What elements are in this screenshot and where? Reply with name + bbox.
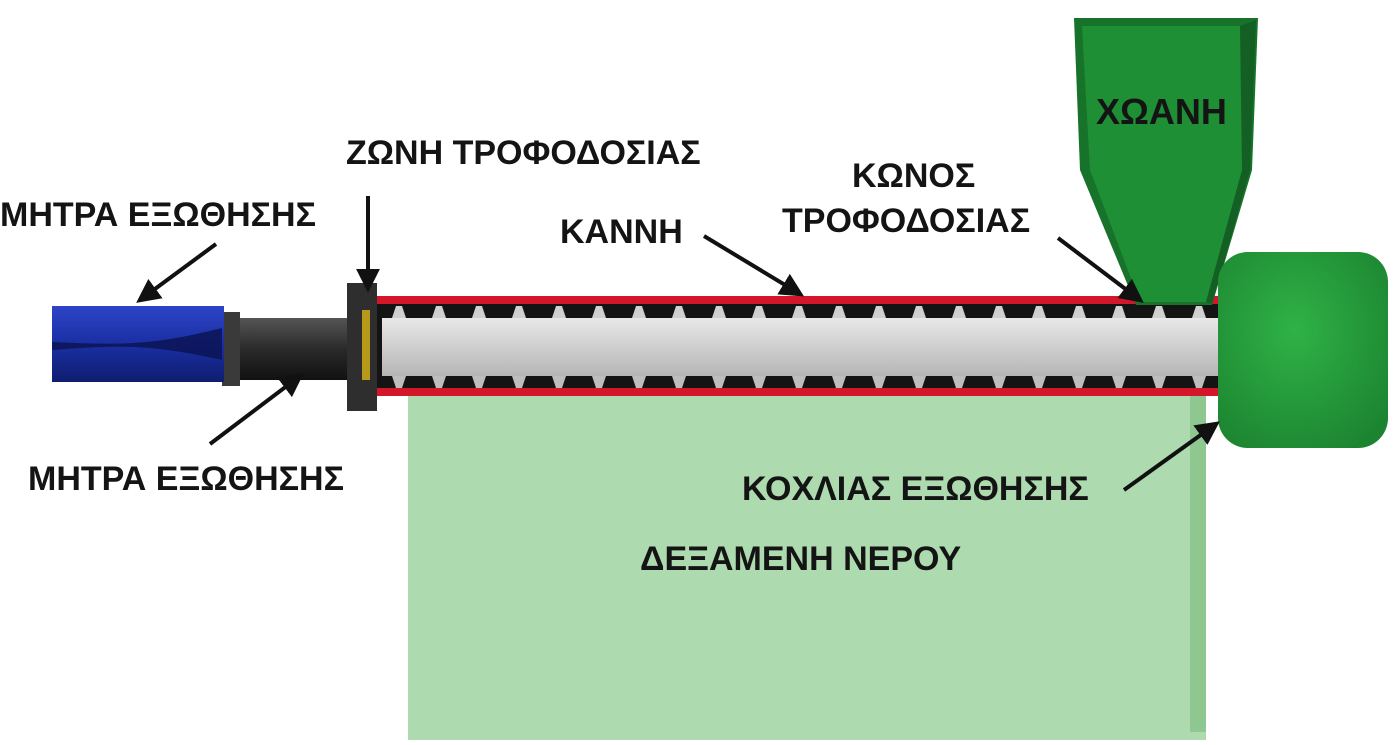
- screw-flight: [672, 306, 686, 318]
- screw-flight: [592, 376, 606, 388]
- screw-flight: [1152, 376, 1166, 388]
- label-feed-zone: ΖΩΝΗ ΤΡΟΦΟΔΟΣΙΑΣ: [346, 134, 701, 172]
- label-barrel: ΚΑΝΝΗ: [560, 213, 683, 251]
- hopper: [1074, 18, 1258, 305]
- screw-flight: [1152, 306, 1166, 318]
- screw-flight: [1192, 376, 1206, 388]
- screw-flight: [1192, 306, 1206, 318]
- feed-zone-flange: [347, 283, 377, 411]
- screw-flight: [632, 306, 646, 318]
- screw-flight: [872, 306, 886, 318]
- motor: [1218, 252, 1388, 448]
- screw-flight: [832, 306, 846, 318]
- screw-flight: [392, 376, 406, 388]
- screw-flight: [552, 306, 566, 318]
- die-pipe: [220, 312, 358, 386]
- screw-flight: [752, 376, 766, 388]
- screw-flight: [472, 376, 486, 388]
- screw-flight: [952, 376, 966, 388]
- screw-flight: [432, 306, 446, 318]
- screw-flight: [1112, 376, 1126, 388]
- screw-flight: [792, 306, 806, 318]
- screw-flight: [712, 306, 726, 318]
- label-screw: ΚΟΧΛΙΑΣ ΕΞΩΘΗΣΗΣ: [742, 470, 1089, 508]
- label-die-top: ΜΗΤΡΑ ΕΞΩΘΗΣΗΣ: [0, 196, 316, 234]
- label-die-bottom: ΜΗΤΡΑ ΕΞΩΘΗΣΗΣ: [28, 460, 344, 498]
- screw-flight: [392, 306, 406, 318]
- screw-flight: [672, 376, 686, 388]
- screw-flight: [1072, 376, 1086, 388]
- label-hopper: ΧΩΑΝΗ: [1096, 91, 1227, 132]
- label-feed-cone-line2: ΤΡΟΦΟΔΟΣΙΑΣ: [782, 202, 1030, 240]
- screw-flight: [592, 306, 606, 318]
- screw-flight: [1032, 376, 1046, 388]
- label-feed-cone-line1: ΚΩΝΟΣ: [852, 157, 975, 195]
- extrusion-screw: [382, 306, 1230, 388]
- screw-flight: [912, 376, 926, 388]
- screw-flight: [1112, 306, 1126, 318]
- screw-flight: [1032, 306, 1046, 318]
- screw-flight: [512, 306, 526, 318]
- screw-flight: [1072, 306, 1086, 318]
- screw-flight: [872, 376, 886, 388]
- water-tank: [408, 392, 1206, 740]
- screw-flight: [792, 376, 806, 388]
- screw-flight: [992, 376, 1006, 388]
- screw-flight: [472, 306, 486, 318]
- screw-flight: [512, 376, 526, 388]
- screw-flight: [952, 306, 966, 318]
- screw-flight: [632, 376, 646, 388]
- screw-flight: [752, 306, 766, 318]
- label-water-tank: ΔΕΞΑΜΕΝΗ ΝΕΡΟΥ: [640, 540, 962, 578]
- screw-flight: [912, 306, 926, 318]
- screw-flight: [552, 376, 566, 388]
- extrusion-die: [52, 306, 224, 382]
- arrow-icon: [136, 196, 1220, 492]
- screw-flight: [712, 376, 726, 388]
- screw-flight: [992, 306, 1006, 318]
- screw-flight: [832, 376, 846, 388]
- screw-flight: [432, 376, 446, 388]
